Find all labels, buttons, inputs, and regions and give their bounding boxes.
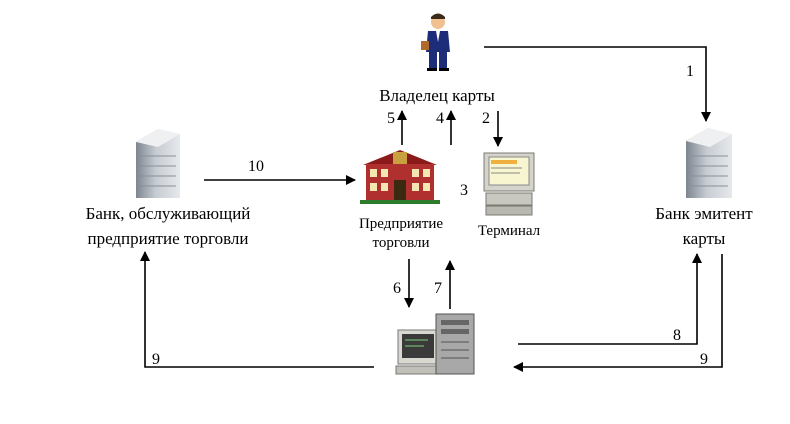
businessman-icon: [421, 13, 450, 71]
arrow-9-left-label: 9: [152, 351, 160, 368]
arrow-5-label: 5: [387, 110, 395, 127]
arrow-3-label: 3: [460, 182, 468, 199]
arrow-9-right: [513, 254, 723, 372]
office-building-icon: [686, 128, 732, 198]
arrow-1-label: 1: [686, 63, 694, 80]
arrow-9-left: [140, 251, 374, 368]
terminal-label: Терминал: [478, 223, 541, 239]
merchant-label-line2: торговли: [372, 235, 429, 251]
arrow-10-label: 10: [248, 158, 264, 175]
merchant-label-line1: Предприятие: [359, 216, 443, 232]
computer-terminal-icon: [483, 152, 535, 216]
issuer-bank-label-line2: карты: [683, 229, 726, 248]
arrow-1: [484, 46, 711, 122]
arrow-2-label: 2: [482, 110, 490, 127]
arrow-4-label: 4: [436, 110, 444, 127]
arrow-9-right-label: 9: [700, 351, 708, 368]
merchant-bank-label-line1: Банк, обслуживающий: [86, 204, 251, 223]
merchant-bank-label-line2: предприятие торговли: [87, 229, 248, 248]
cardholder-label: Владелец карты: [379, 86, 495, 105]
arrow-8-label: 8: [673, 327, 681, 344]
office-building-icon: [136, 129, 180, 198]
arrow-6-label: 6: [393, 280, 401, 297]
shop-building-icon: [360, 150, 440, 204]
arrow-7-label: 7: [434, 280, 442, 297]
server-computer-icon: [395, 313, 475, 375]
issuer-bank-label-line1: Банк эмитент: [655, 204, 753, 223]
arrow-8: [518, 253, 702, 345]
